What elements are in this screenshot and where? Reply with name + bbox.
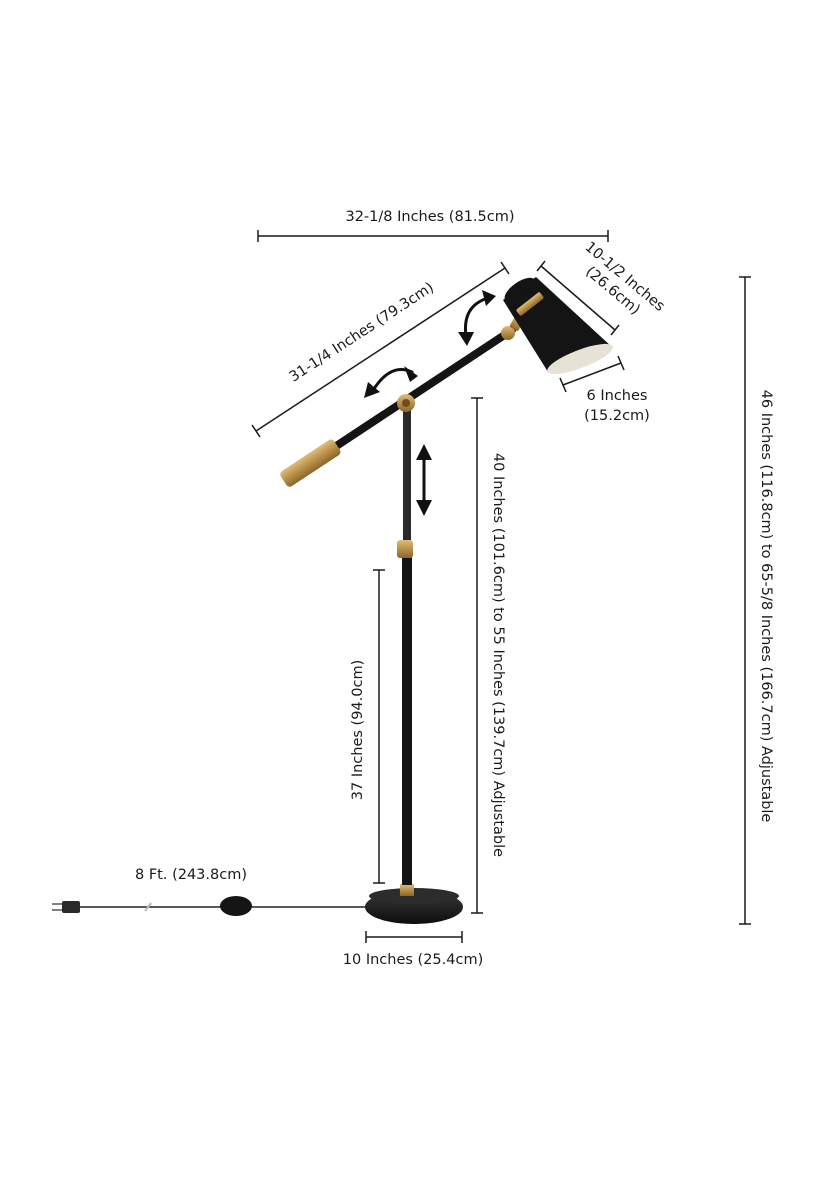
shade-diameter-label-line1: 6 Inches [587, 388, 648, 404]
counterweight [280, 439, 341, 487]
lower-pole [402, 555, 412, 885]
cord-length-label: 8 Ft. (243.8cm) [135, 867, 247, 883]
shade-joint [501, 326, 515, 340]
arm-length-label: 31-1/4 Inches (79.3cm) [287, 280, 437, 386]
lower-pole-height-dimension: 37 Inches (94.0cm) [350, 569, 385, 884]
plug-icon [52, 901, 80, 913]
total-height-dimension: 46 Inches (116.8cm) to 65-5/8 Inches (16… [739, 276, 774, 925]
base-diameter-label: 10 Inches (25.4cm) [343, 952, 483, 968]
height-adjust-arrow-icon [416, 444, 432, 516]
arm-length-dimension: 31-1/4 Inches (79.3cm) [251, 261, 510, 438]
overall-width-label: 32-1/8 Inches (81.5cm) [345, 209, 514, 225]
shade-diameter-dimension: 6 Inches (15.2cm) [559, 355, 650, 424]
upper-pole [403, 408, 411, 558]
shade-tilt-arrow-icon [458, 290, 496, 346]
lamp-illustration [52, 277, 613, 924]
lamp-shade [503, 277, 613, 375]
cord-break-mark [144, 902, 152, 912]
lower-pole-height-label: 37 Inches (94.0cm) [350, 660, 366, 800]
total-height-label: 46 Inches (116.8cm) to 65-5/8 Inches (16… [758, 390, 774, 823]
foot-switch [220, 896, 252, 916]
shade-brass-band [516, 292, 544, 316]
base-diameter-dimension: 10 Inches (25.4cm) [343, 931, 483, 968]
overall-width-dimension: 32-1/8 Inches (81.5cm) [257, 209, 609, 242]
arm-rotate-arrow-icon [364, 366, 418, 398]
height-adjust-knob [397, 540, 413, 558]
pivot-height-dimension: 40 Inches (101.6cm) to 55 Inches (139.7c… [471, 397, 506, 914]
shade-diameter-label-line2: (15.2cm) [584, 408, 650, 424]
base-brass-collar [400, 884, 414, 896]
pivot-height-label: 40 Inches (101.6cm) to 55 Inches (139.7c… [490, 453, 506, 857]
